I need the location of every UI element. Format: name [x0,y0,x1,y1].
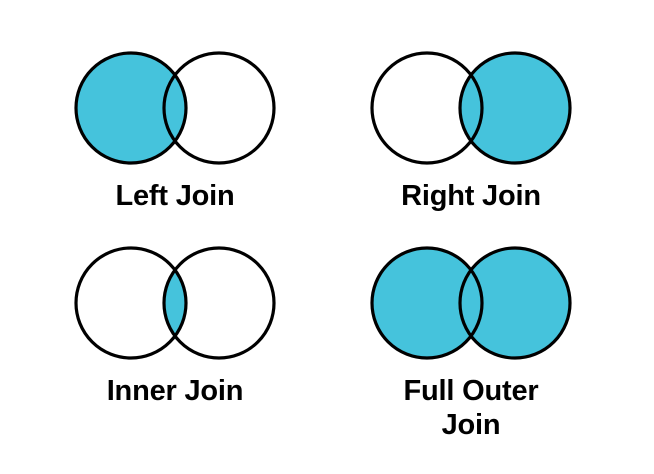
venn-circle-left-outline [370,51,484,165]
join-cell-right-join: Right Join [330,45,612,213]
join-label-right-join: Right Join [401,180,541,212]
join-cell-left-join: Left Join [34,45,316,213]
venn-full-outer-join [330,240,612,366]
venn-circle-left-outline [74,246,188,360]
venn-inner-join [34,240,316,366]
venn-circle-right [460,53,570,163]
venn-circle-right-outline [162,51,276,165]
join-label-full-outer-join: Full Outer Join [403,375,539,441]
venn-diagram-left-join [74,51,276,165]
venn-left-join [34,45,316,171]
venn-circle-right-outline [458,51,572,165]
venn-diagram-inner-join [74,246,276,360]
venn-diagram-full-outer-join [370,246,572,360]
label-wrap-right-join: Right Join [330,179,612,213]
join-cell-inner-join: Inner Join [34,240,316,408]
venn-circle-right-outline [458,246,572,360]
venn-circle-left-outline [370,246,484,360]
venn-circle-left [76,53,186,163]
venn-circle-left-outline [74,51,188,165]
venn-circle-right-outline [162,246,276,360]
venn-circle-left [372,248,482,358]
venn-diagram-right-join [370,51,572,165]
join-label-left-join: Left Join [115,180,235,212]
join-cell-full-outer-join: Full Outer Join [330,240,612,442]
join-label-inner-join: Inner Join [106,375,244,407]
venn-circle-right [460,248,570,358]
label-wrap-full-outer-join: Full Outer Join [330,374,612,442]
label-wrap-left-join: Left Join [34,179,316,213]
label-wrap-inner-join: Inner Join [34,374,316,408]
venn-right-join [330,45,612,171]
